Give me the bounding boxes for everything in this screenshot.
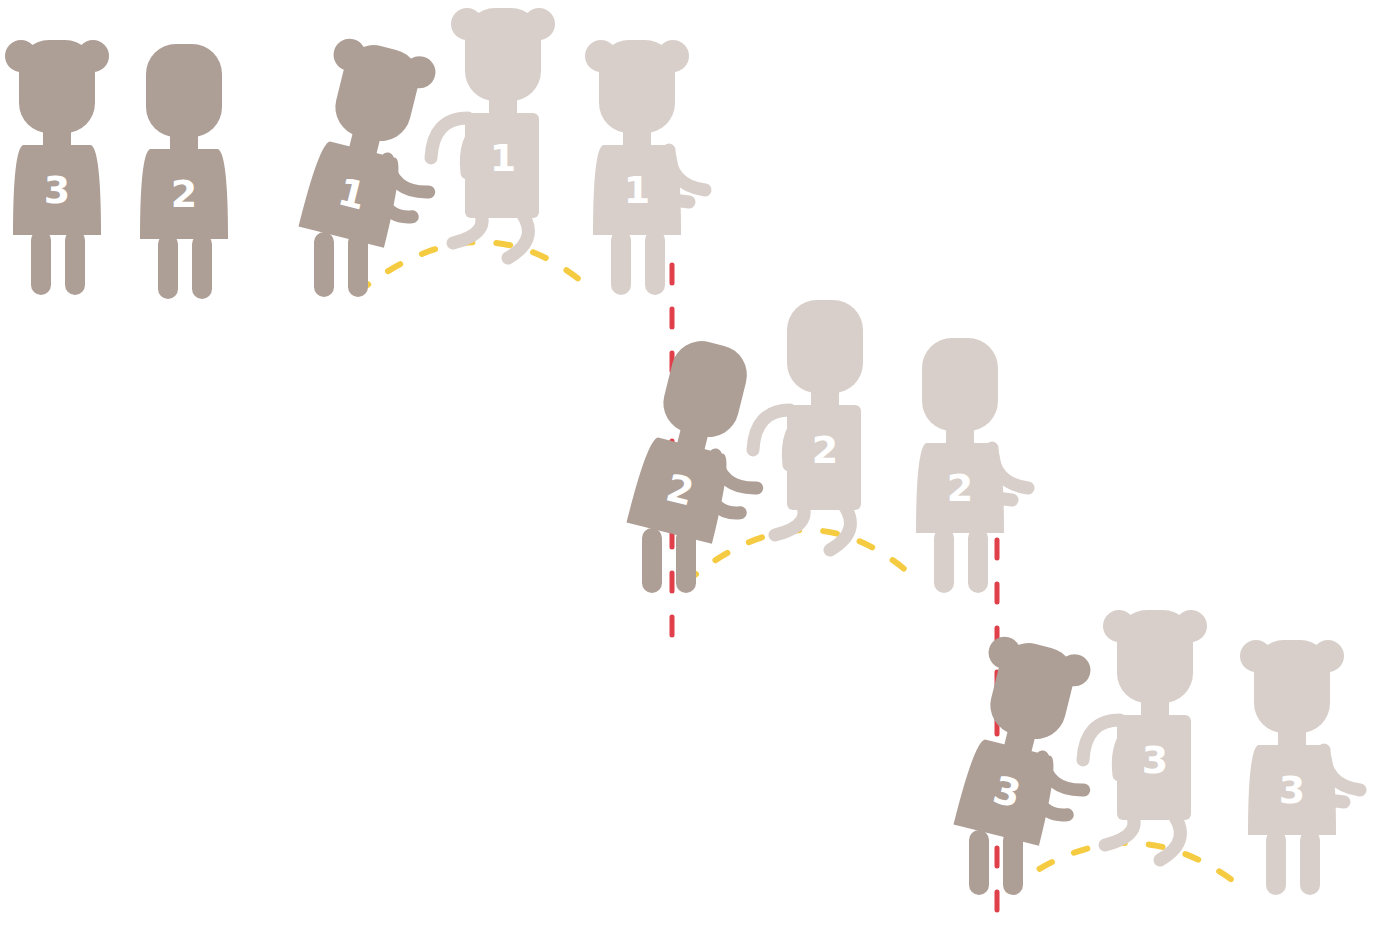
arm	[673, 200, 689, 202]
leg	[934, 528, 954, 593]
arm	[379, 201, 414, 219]
leg	[645, 230, 665, 295]
arm	[710, 455, 762, 490]
arm	[996, 498, 1012, 500]
arm	[707, 497, 742, 515]
handover-line	[995, 540, 1000, 930]
leg	[192, 234, 212, 299]
head	[146, 44, 222, 137]
upper-body	[627, 333, 789, 551]
bib-number: 2	[947, 469, 973, 507]
bib-number: 1	[490, 139, 516, 177]
head	[329, 39, 425, 148]
child-figure	[291, 35, 460, 297]
child-figure	[627, 333, 789, 593]
child-figure	[5, 40, 109, 295]
head	[1117, 610, 1193, 703]
body	[787, 405, 861, 510]
leg	[969, 830, 989, 895]
leg	[158, 234, 178, 299]
head	[19, 40, 95, 133]
jump-arc	[1008, 843, 1245, 890]
leg	[65, 230, 85, 295]
child-figure	[1083, 610, 1207, 860]
child-figure	[753, 300, 863, 550]
body	[140, 149, 228, 239]
child-figure	[946, 633, 1115, 895]
body	[465, 113, 539, 218]
leg	[1300, 830, 1320, 895]
body	[1117, 715, 1191, 820]
body	[13, 145, 101, 235]
bib-number: 2	[812, 431, 838, 469]
head	[599, 40, 675, 133]
head	[787, 300, 863, 393]
child-figure	[431, 8, 555, 258]
bib-number: 3	[44, 171, 70, 209]
bib-number: 2	[171, 175, 197, 213]
leg	[1266, 830, 1286, 895]
arm	[1324, 750, 1360, 790]
bib-number: 3	[1279, 771, 1305, 809]
arm	[1034, 799, 1069, 817]
jump-arc	[357, 242, 595, 293]
leg	[314, 232, 334, 297]
head	[1254, 640, 1330, 733]
bib-number: 3	[1142, 741, 1168, 779]
child-figure	[916, 338, 1028, 593]
head	[465, 8, 541, 101]
jump-arc	[685, 530, 920, 583]
child-figure	[140, 44, 228, 299]
arm	[669, 150, 705, 190]
leg	[968, 528, 988, 593]
child-figure	[585, 40, 705, 295]
head	[922, 338, 998, 431]
child-figure	[1240, 640, 1360, 895]
head	[984, 637, 1080, 746]
arm	[382, 159, 434, 194]
leg	[31, 230, 51, 295]
arm	[1328, 800, 1344, 802]
bib-number: 1	[624, 171, 650, 209]
leg	[611, 230, 631, 295]
head	[657, 335, 753, 444]
arm	[992, 448, 1028, 488]
leg	[642, 528, 662, 593]
